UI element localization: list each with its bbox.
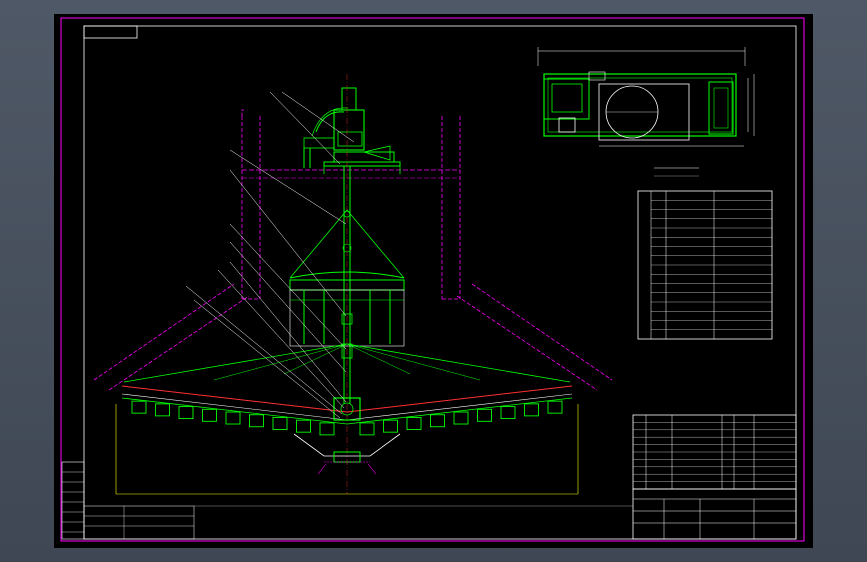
rake-blade-right: [383, 419, 398, 433]
rake-blade-left: [272, 416, 288, 430]
rake-blade-right: [500, 406, 516, 420]
rake-blade-left: [155, 403, 170, 417]
rake-blade-left: [178, 406, 194, 420]
rake-blade-right: [524, 403, 539, 417]
drawing-number-box: [83, 25, 138, 39]
title-block: [632, 488, 797, 540]
rake-blade-left: [202, 408, 217, 422]
rake-blade-left: [296, 419, 311, 433]
drawing-sheet: [54, 14, 813, 548]
rake-blade-right: [406, 416, 422, 430]
tech-spec-rows: [651, 200, 772, 330]
tech-spec-table: [637, 190, 773, 340]
top-view: [537, 47, 755, 177]
cad-drawing: [60, 17, 805, 542]
rake-blade-right: [359, 422, 375, 436]
rake-blade-left: [319, 422, 335, 436]
sheet-outer-frame: [60, 17, 805, 542]
rake-blade-right: [453, 411, 469, 425]
rake-blade-left: [249, 414, 264, 428]
elevation-view: [93, 74, 613, 495]
rake-blade-right: [477, 408, 492, 422]
rake-blade-right: [430, 414, 445, 428]
rake-blade-left: [225, 411, 241, 425]
revision-table: [61, 461, 85, 540]
rake-blade-left: [131, 400, 147, 414]
rake-blade-right: [547, 400, 563, 414]
sheet-inner-frame: [83, 25, 797, 540]
rake-blades: [131, 400, 563, 436]
parts-list: [632, 414, 797, 490]
bottom-signature-table: [83, 505, 633, 540]
parts-rows: [633, 422, 796, 482]
leader-lines: [185, 91, 355, 419]
